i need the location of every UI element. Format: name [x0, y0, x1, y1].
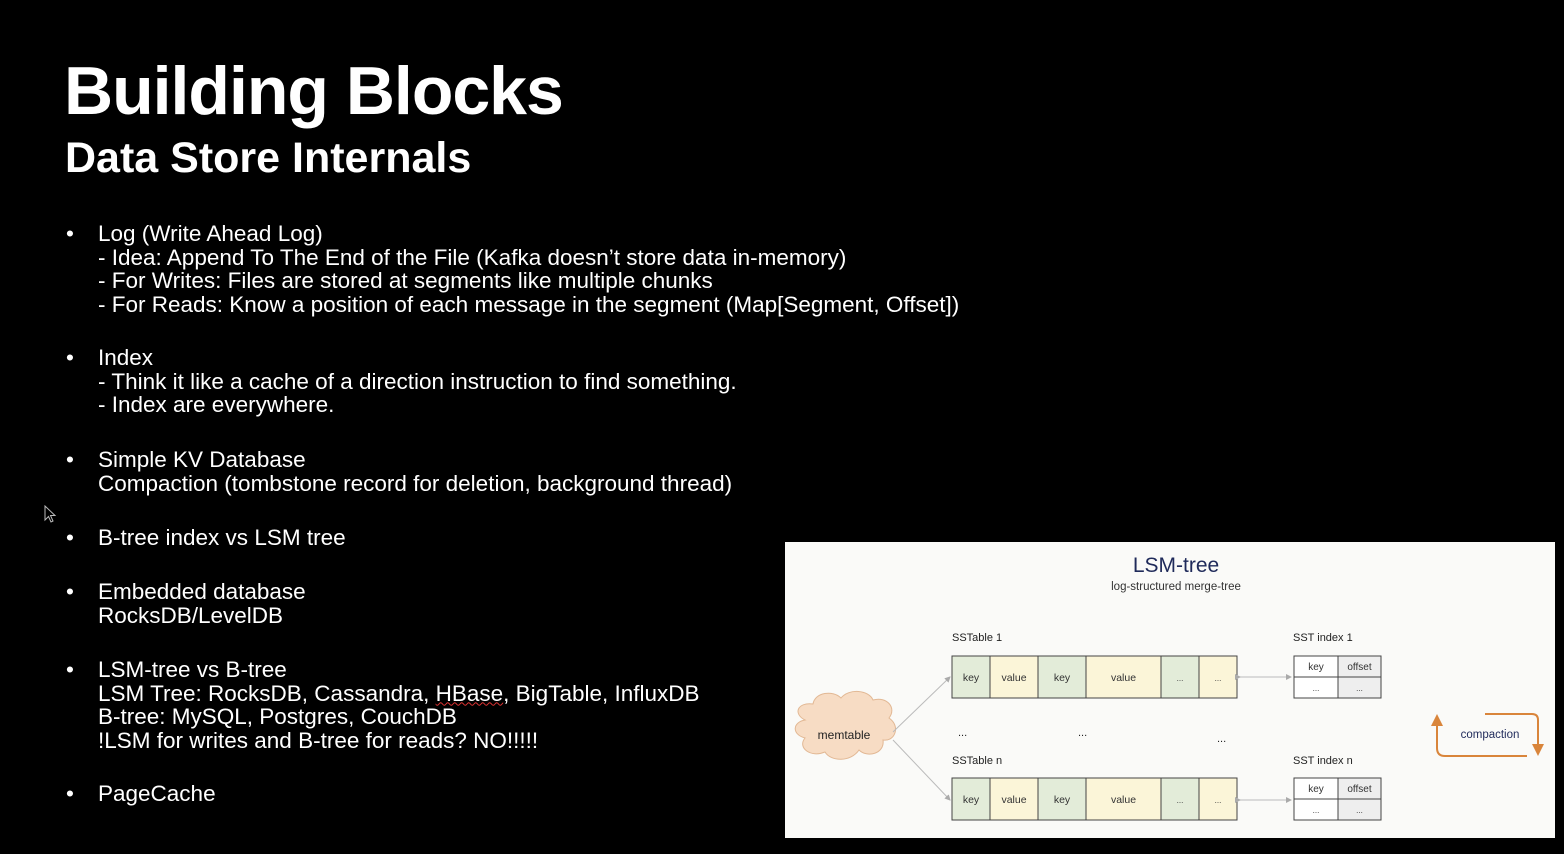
index-cell-label: ...	[1356, 684, 1363, 693]
key-cell	[951, 777, 991, 821]
compaction-label: compaction	[1461, 729, 1520, 741]
bullet-dot: •	[66, 781, 74, 806]
memtable-arrow-1	[892, 676, 951, 733]
sst-index-n-label: SST index n	[1293, 755, 1353, 767]
bullet-heading: LSM-tree vs B-tree	[98, 657, 287, 682]
bullet-dot: •	[66, 657, 74, 682]
bullet-line: RocksDB/LevelDB	[98, 602, 284, 628]
spellcheck-word: HBase	[435, 680, 504, 706]
sst-index-1: key offset......	[1293, 655, 1382, 699]
cell-label: key	[963, 794, 980, 806]
index-cell-label: key	[1308, 784, 1324, 795]
sst-index-n: key offset......	[1293, 777, 1382, 821]
sstable-1: key value key value......	[951, 655, 1238, 699]
bullet-heading: Index	[98, 345, 154, 370]
text-run: , BigTable, InfluxDB	[503, 680, 700, 706]
index-cell	[1337, 676, 1382, 699]
value-cell	[989, 655, 1039, 699]
index-cell-label: offset	[1347, 784, 1371, 795]
bullet-line: !LSM for writes and B-tree for reads? NO…	[98, 727, 539, 753]
index-cell-label: ...	[1313, 684, 1320, 693]
bullet-line: - Idea: Append To The End of the File (K…	[98, 244, 847, 270]
index-cell	[1337, 798, 1382, 821]
cell-label: key	[1054, 794, 1071, 806]
key-cell	[951, 655, 991, 699]
key-cell	[1037, 777, 1087, 821]
index-cell-label: offset	[1347, 662, 1371, 673]
key-cell	[1160, 655, 1200, 699]
bullet-line: - For Writes: Files are stored at segmen…	[98, 268, 713, 293]
cell-label: key	[963, 672, 980, 684]
value-cell	[1198, 777, 1238, 821]
bullet-heading: Log (Write Ahead Log)	[98, 221, 323, 246]
key-cell	[1160, 777, 1200, 821]
text-run: LSM Tree: RocksDB, Cassandra,	[98, 680, 436, 706]
ellipsis: ...	[1078, 727, 1087, 739]
compaction-cycle: compaction	[1431, 713, 1544, 757]
sstable-1-label: SSTable 1	[952, 632, 1002, 644]
cell-label: key	[1054, 672, 1071, 684]
value-cell	[989, 777, 1039, 821]
sstable-n: key value key value......	[951, 777, 1238, 821]
cell-label: ...	[1215, 674, 1222, 683]
bullet-dot: •	[66, 447, 74, 472]
cell-label: value	[1001, 794, 1026, 806]
slide-title: Building Blocks	[64, 53, 564, 129]
key-cell	[1037, 655, 1087, 699]
bullet-line: - Think it like a cache of a direction i…	[98, 368, 737, 394]
value-cell	[1198, 655, 1238, 699]
cell-label: value	[1111, 794, 1136, 806]
bullet-line: LSM Tree: RocksDB, Cassandra, HBase, Big…	[98, 680, 700, 706]
slide-subtitle: Data Store Internals	[65, 134, 472, 182]
diagram-title: LSM-tree	[1133, 554, 1219, 577]
bullet-line: - For Reads: Know a position of each mes…	[98, 291, 960, 317]
bullet-dot: •	[66, 525, 74, 550]
cell-label: ...	[1215, 796, 1222, 805]
lsm-tree-diagram: LSM-tree log-structured merge-tree memta…	[785, 542, 1555, 838]
sst-index-1-label: SST index 1	[1293, 632, 1353, 644]
bullet-line: Compaction (tombstone record for deletio…	[98, 470, 733, 496]
cell-label: value	[1001, 672, 1026, 684]
cell-label: ...	[1177, 674, 1184, 683]
diagram-subtitle: log-structured merge-tree	[1111, 581, 1241, 593]
bullet-dot: •	[66, 221, 74, 246]
bullet-heading: Simple KV Database	[98, 447, 306, 472]
memtable-cloud: memtable	[794, 691, 897, 760]
value-cell	[1085, 777, 1162, 821]
index-cell-label: ...	[1313, 806, 1320, 815]
cell-label: ...	[1177, 796, 1184, 805]
bullet-heading: Embedded database	[98, 579, 306, 604]
sstable-n-label: SSTable n	[952, 755, 1002, 767]
ellipsis: ...	[958, 727, 967, 739]
bullet-heading: B-tree index vs LSM tree	[98, 525, 346, 550]
bullet-dot: •	[66, 579, 74, 604]
mouse-cursor-icon	[44, 505, 57, 523]
cell-label: value	[1111, 672, 1136, 684]
bullet-heading: PageCache	[98, 781, 216, 806]
index-cell-label: ...	[1356, 806, 1363, 815]
ellipsis: ...	[1217, 733, 1226, 745]
bullet-line: - Index are everywhere.	[98, 392, 335, 417]
bullet-dot: •	[66, 345, 74, 370]
index-cell-label: key	[1308, 662, 1324, 673]
bullet-line: B-tree: MySQL, Postgres, CouchDB	[98, 704, 457, 729]
memtable-arrow-n	[892, 739, 951, 801]
memtable-label: memtable	[818, 728, 871, 742]
